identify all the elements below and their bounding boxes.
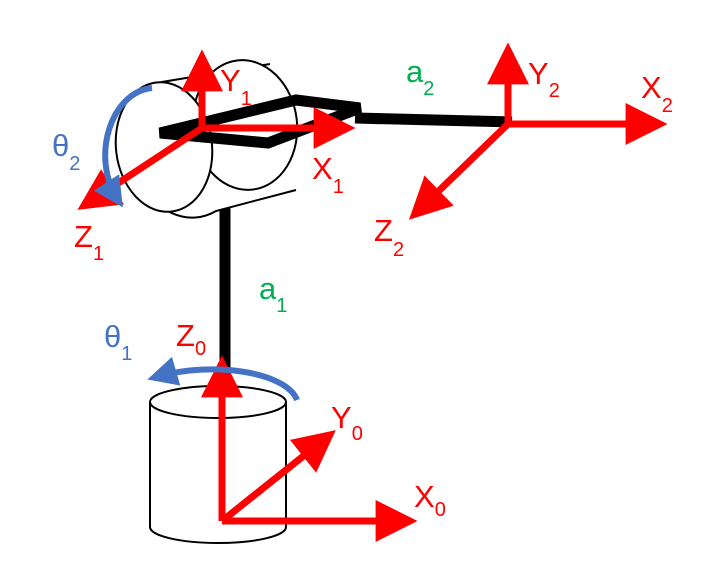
label-x2: X2 <box>641 70 673 117</box>
label-theta1: θ1 <box>104 319 132 365</box>
label-a2: a2 <box>406 54 434 100</box>
label-y0: Y0 <box>331 400 363 445</box>
theta2-rotation-arrow <box>93 85 153 208</box>
label-a1: a1 <box>259 271 287 317</box>
z2-axis <box>408 121 511 220</box>
label-x1: X1 <box>312 151 344 198</box>
frame0-axes <box>201 355 418 542</box>
label-y1: Y1 <box>220 63 252 110</box>
label-theta2: θ2 <box>52 128 80 175</box>
link-a2 <box>158 94 513 149</box>
label-z2: Z2 <box>374 213 404 261</box>
y0-axis <box>219 430 336 524</box>
label-z1: Z1 <box>74 219 104 265</box>
label-y2: Y2 <box>528 56 560 102</box>
label-x0: X0 <box>414 479 446 521</box>
label-z0: Z0 <box>176 318 206 360</box>
frame2-axes <box>408 42 668 220</box>
theta1-rotation-arrow <box>147 356 300 402</box>
